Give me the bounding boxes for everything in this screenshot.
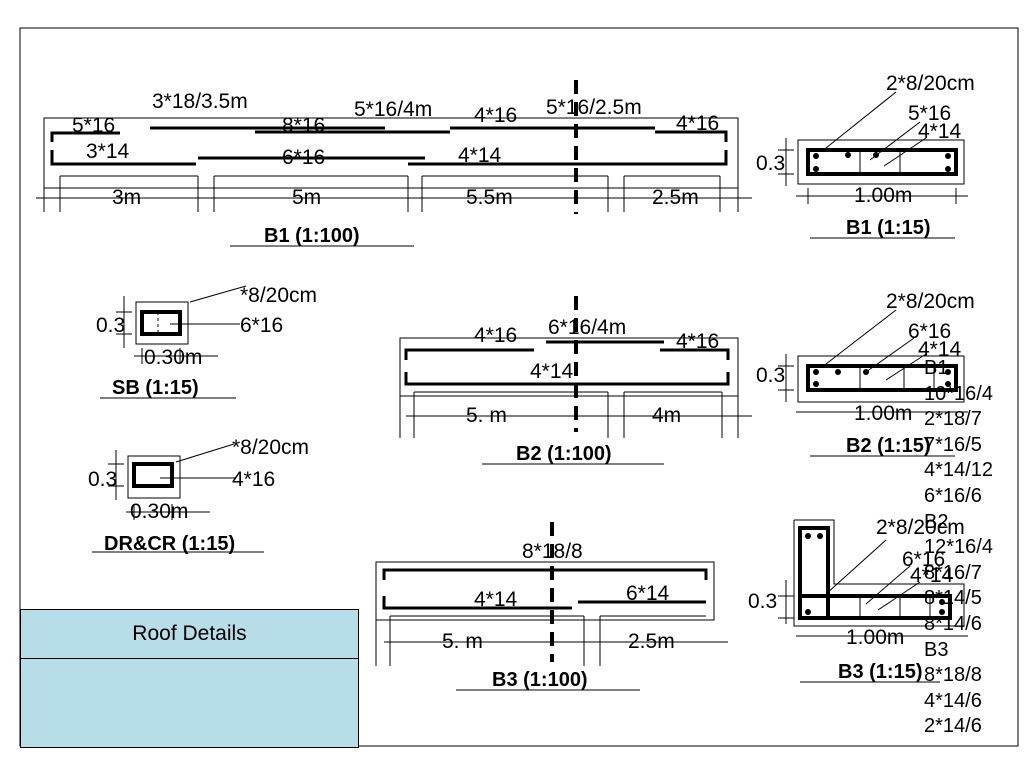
b1-top-label-7: 4*16 (676, 112, 719, 135)
summary-item: 6*16/6 (924, 484, 982, 507)
b1-section-drawing: 2*8/20cm 5*16 4*14 0.3 1.00m B1 (1:15) (756, 72, 975, 239)
b1-top-label-5: 4*16 (474, 104, 517, 127)
b1-bottom-label-3: 4*14 (458, 144, 502, 167)
b2-section-bottom-label: 4*14 (918, 338, 962, 361)
summary-item: 4*14/6 (924, 689, 982, 712)
b1-top-bar-5 (655, 130, 728, 142)
b1-section-top-label: 5*16 (908, 102, 951, 125)
b2-section-height: 0.3 (756, 364, 785, 387)
b1-section-bottom-label: 4*14 (918, 120, 962, 143)
b1-beam-outline (43, 117, 739, 189)
b1-span-4: 2.5m (652, 186, 699, 209)
b2-long-caption: B2 (1:100) (516, 443, 612, 465)
dr-section-height: 0.3 (88, 468, 117, 491)
summary-item: B3 (924, 638, 949, 661)
summary-item: B1 (924, 357, 949, 379)
sb-section-width: 0.30m (144, 346, 202, 369)
b1-section-height: 0.3 (756, 152, 785, 175)
b1-span-1: 3m (112, 186, 141, 209)
b3-long-caption: B3 (1:100) (492, 669, 588, 691)
b1-top-label-6: 5*16/2.5m (546, 96, 642, 119)
summary-item: 8*14/5 (924, 587, 982, 610)
dr-section-stirrup-label: *8/20cm (232, 436, 309, 459)
b1-section-caption: B1 (1:15) (846, 217, 930, 239)
summary-item: 8*14/6 (924, 612, 982, 635)
sb-section-drawing: *8/20cm 6*16 0.3 0.30m SB (1:15) (96, 284, 317, 399)
b1-bottom-bar-1 (50, 150, 196, 166)
b3-bottom-label-2: 6*14 (626, 582, 670, 605)
summary-item: 8*18/8 (924, 664, 982, 687)
b2-span-1: 5. m (466, 404, 507, 427)
b3-span-1: 5. m (442, 630, 483, 653)
b3-bottom-label-1: 4*14 (474, 588, 518, 611)
sb-section-height: 0.3 (96, 314, 125, 337)
b2-bottom-label-1: 4*14 (530, 360, 574, 383)
b2-section-top-label: 6*16 (908, 320, 951, 343)
summary-item: 4*14/12 (924, 459, 993, 482)
sheet-border (19, 27, 1019, 747)
b1-top-bar-1 (50, 131, 120, 142)
dr-section-drawing: *8/20cm 4*16 0.3 0.30m DR&CR (1:15) (88, 436, 309, 555)
b3-longitudinal-drawing: 8*18/8 4*14 6*14 5. m 2.5m B3 (1:100) (375, 522, 728, 691)
b2-top-label-1: 4*16 (474, 324, 517, 347)
summary-item: 10*16/4 (924, 382, 993, 405)
summary-item: 2*14/6 (924, 715, 982, 738)
b2-beam-outline (399, 337, 739, 397)
b1-bottom-label-1: 3*14 (86, 140, 130, 163)
dr-section-width: 0.30m (130, 500, 188, 523)
b1-top-label-2: 3*18/3.5m (152, 90, 248, 113)
sb-section-bars-label: 6*16 (240, 314, 283, 337)
b1-span-3: 5.5m (466, 186, 513, 209)
b2-section-caption: B2 (1:15) (846, 435, 930, 457)
b1-top-label-1: 5*16 (72, 114, 115, 137)
b3-section-caption: B3 (1:15) (838, 661, 922, 683)
dr-section-caption: DR&CR (1:15) (104, 533, 235, 555)
b1-long-caption: B1 (1:100) (264, 225, 360, 247)
roof-details-panel: Roof Details (20, 609, 359, 748)
b2-section-width: 1.00m (854, 402, 912, 425)
b2-top-label-2: 6*16/4m (548, 316, 626, 339)
sb-section-stirrup-label: *8/20cm (240, 284, 317, 307)
b2-longitudinal-drawing: 4*16 6*16/4m 4*16 4*14 5. m 4m B2 (1:100… (399, 296, 752, 465)
b2-section-stirrup-label: 2*8/20cm (886, 290, 975, 313)
dr-section-bars-label: 4*16 (232, 468, 275, 491)
b3-top-label-1: 8*18/8 (522, 540, 583, 563)
b3-section-height: 0.3 (748, 590, 777, 613)
summary-item: 2*18/7 (924, 408, 982, 431)
roof-details-title: Roof Details (21, 610, 358, 659)
reinforcement-summary-list: B1 10*16/4 2*18/7 7*16/5 4*14/12 6*16/6 … (924, 356, 1024, 740)
b1-section-stirrup-label: 2*8/20cm (886, 72, 975, 95)
summary-item: 12*16/4 (924, 536, 993, 559)
b3-beam-outline (375, 561, 715, 621)
sb-section-stirrup (140, 310, 182, 336)
b1-top-label-3: 8*16 (282, 114, 325, 137)
b3-section-drawing: 2*8/20cm 6*16 4*14 0.3 1.00m B3 (1:15) (748, 516, 968, 683)
summary-item: 8*16/7 (924, 561, 982, 584)
b3-section-stirrup-label: 2*8/20cm (876, 516, 965, 539)
b1-top-label-4: 5*16/4m (354, 98, 432, 121)
b1-bottom-label-2: 6*16 (282, 146, 325, 169)
b2-section-drawing: 2*8/20cm 6*16 4*14 0.3 1.00m B2 (1:15) (756, 290, 975, 457)
b1-bottom-bar-3 (408, 150, 728, 166)
b1-span-2: 5m (292, 186, 321, 209)
b3-section-width: 1.00m (846, 626, 904, 649)
b1-section-width: 1.00m (854, 184, 912, 207)
b3-span-2: 2.5m (628, 630, 675, 653)
b2-top-label-3: 4*16 (676, 330, 719, 353)
b3-section-top-label: 6*16 (902, 548, 945, 571)
b1-longitudinal-drawing: 5*16 3*18/3.5m 8*16 5*16/4m 4*16 5*16/2.… (36, 80, 752, 247)
b1-section-stirrup (806, 148, 958, 176)
dr-section-stirrup (132, 462, 174, 488)
summary-item: 7*16/5 (924, 433, 982, 456)
b3-section-bottom-label: 4*14 (910, 564, 954, 587)
b2-span-2: 4m (652, 404, 681, 427)
summary-item: B2 (924, 510, 949, 533)
sb-section-caption: SB (1:15) (112, 377, 199, 399)
